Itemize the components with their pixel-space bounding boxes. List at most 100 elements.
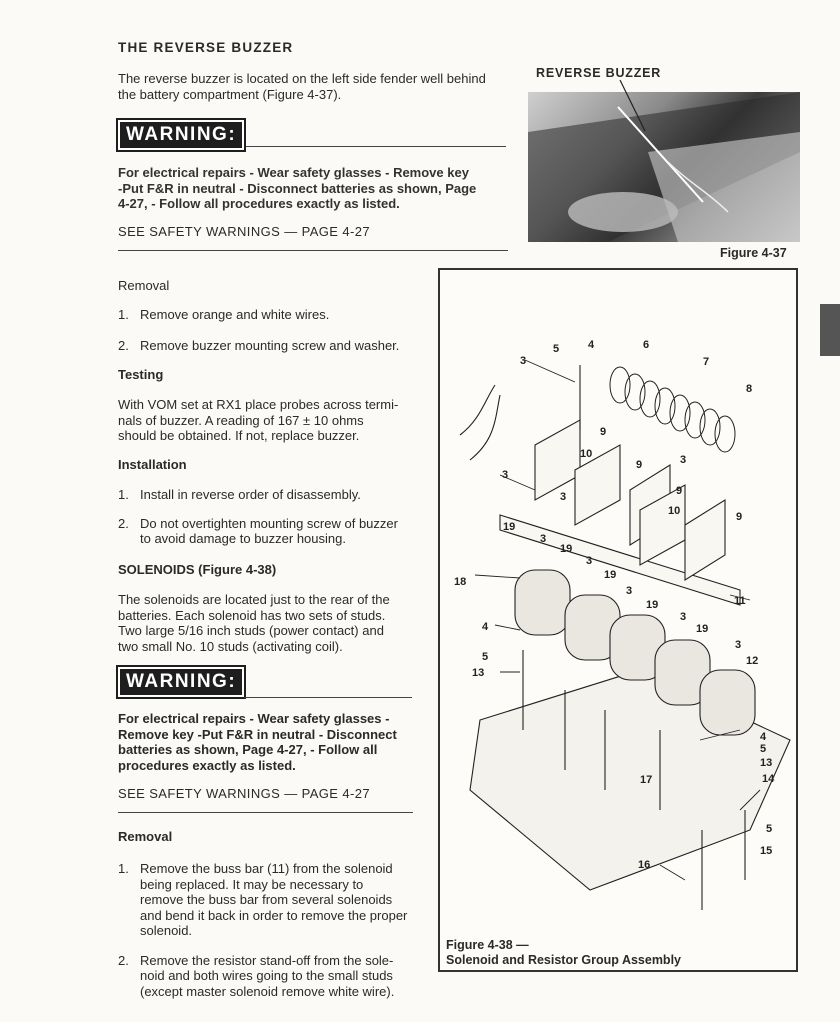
step-text: Install in reverse order of disassembly.: [140, 487, 361, 502]
section-rule-1: [118, 250, 508, 251]
step-number: 1.: [118, 307, 129, 322]
warning-text-2: For electrical repairs - Wear safety gla…: [118, 711, 428, 773]
text-line: and bend it back in order to remove the …: [140, 907, 408, 923]
step-text: Remove the resistor stand-off from the s…: [140, 953, 413, 1000]
reverse-buzzer-callout: REVERSE BUZZER: [536, 66, 662, 80]
step-text: Remove the buss bar (11) from the soleno…: [140, 861, 413, 939]
text-line: Remove key -Put F&R in neutral - Disconn…: [118, 726, 397, 742]
callout-label: 18: [454, 576, 466, 588]
list-item: 2. Remove the resistor stand-off from th…: [118, 953, 413, 1000]
installation-steps: 1. Install in reverse order of disassemb…: [118, 487, 428, 547]
testing-heading: Testing: [118, 367, 164, 382]
text-line: batteries. Each solenoid has two sets of…: [118, 607, 386, 623]
safety-warnings-ref-1: SEE SAFETY WARNINGS — PAGE 4-27: [118, 224, 370, 239]
list-item: 2. Remove buzzer mounting screw and wash…: [118, 338, 418, 354]
text-line: The solenoids are located just to the re…: [118, 592, 390, 607]
step-text: Remove orange and white wires.: [140, 307, 330, 322]
text-line: The reverse buzzer is located on the lef…: [118, 71, 486, 86]
callout-label: 5: [766, 823, 772, 835]
callout-label: 3: [560, 491, 566, 503]
callout-label: 8: [746, 383, 752, 395]
safety-warnings-ref-2: SEE SAFETY WARNINGS — PAGE 4-27: [118, 786, 370, 801]
text-line: With VOM set at RX1 place probes across …: [118, 397, 399, 412]
list-item: 1. Remove the buss bar (11) from the sol…: [118, 861, 413, 939]
callout-label: 3: [540, 533, 546, 545]
step-text: Remove buzzer mounting screw and washer.: [140, 337, 400, 353]
callout-label: 3: [680, 454, 686, 466]
text-line: the battery compartment (Figure 4-37).: [118, 86, 342, 102]
text-line: (except master solenoid remove white wir…: [140, 983, 395, 999]
testing-text: With VOM set at RX1 place probes across …: [118, 397, 428, 444]
list-item: 1. Install in reverse order of disassemb…: [118, 487, 428, 503]
text-line: Two large 5/16 inch studs (power contact…: [118, 623, 384, 638]
text-line: being replaced. It may be necessary to: [140, 876, 364, 892]
warning-rule-2: [244, 697, 412, 698]
callout-label: 3: [626, 585, 632, 597]
callout-label: 3: [586, 555, 592, 567]
caption-line-1: Figure 4-38 —: [446, 938, 529, 952]
warning-text-1: For electrical repairs - Wear safety gla…: [118, 165, 513, 212]
text-line: For electrical repairs - Wear safety gla…: [118, 711, 390, 726]
callout-label: 7: [703, 356, 709, 368]
callout-label: 12: [746, 655, 758, 667]
callout-label: 9: [636, 459, 642, 471]
installation-heading: Installation: [118, 457, 187, 472]
warning-rule-1: [246, 146, 506, 147]
callout-label: 9: [736, 511, 742, 523]
callout-label: 16: [638, 859, 650, 871]
callout-label: 5: [482, 651, 488, 663]
callout-label: 11: [734, 595, 746, 607]
text-line: procedures exactly as listed.: [118, 757, 296, 773]
list-item: 2. Do not overtighten mounting screw of …: [118, 516, 428, 547]
reverse-buzzer-photo: [528, 92, 800, 242]
text-line: Remove the resistor stand-off from the s…: [140, 952, 394, 968]
callout-label: 19: [696, 623, 708, 635]
callout-label: 10: [668, 505, 680, 517]
solenoid-assembly-diagram: 5 4 6 3 7 8 9 10 9 3 3 9 3 10 9 19 3 19 …: [454, 339, 791, 910]
callout-label: 3: [680, 611, 686, 623]
callout-label: 3: [502, 469, 508, 481]
step-number: 1.: [118, 861, 129, 876]
text-line: Remove the buss bar (11) from the soleno…: [140, 861, 393, 876]
callout-label: 3: [735, 639, 741, 651]
text-line: solenoid.: [140, 923, 193, 938]
solenoids-heading: SOLENOIDS (Figure 4-38): [118, 562, 277, 577]
text-line: noid and both wires going to the small s…: [140, 968, 393, 983]
text-line: nals of buzzer. A reading of 167 ± 10 oh…: [118, 412, 364, 428]
removal-steps-2: 1. Remove the buss bar (11) from the sol…: [118, 861, 413, 999]
solenoids-text: The solenoids are located just to the re…: [118, 592, 428, 654]
callout-label: 3: [520, 355, 526, 367]
figure-4-37-caption: Figure 4-37: [720, 246, 787, 260]
callout-label: 9: [600, 426, 606, 438]
photo-illustration: [528, 92, 800, 242]
text-line: batteries as shown, Page 4-27, - Follow …: [118, 742, 378, 757]
callout-label: 4: [760, 731, 767, 743]
warning-label-1: WARNING:: [115, 118, 247, 152]
callout-label: 6: [643, 339, 649, 351]
callout-label: 15: [760, 845, 772, 857]
step-number: 2.: [118, 515, 129, 531]
callout-label: 5: [553, 343, 559, 355]
text-line: 4-27, - Follow all procedures exactly as…: [118, 196, 400, 211]
buzzer-intro-text: The reverse buzzer is located on the lef…: [118, 71, 518, 102]
text-line: remove the buss bar from several solenoi…: [140, 892, 393, 907]
text-line: two small No. 10 studs (activating coil)…: [118, 638, 343, 654]
callout-label: 10: [580, 448, 592, 460]
callout-label: 5: [760, 743, 766, 755]
step-number: 2.: [118, 337, 129, 353]
callout-label: 9: [676, 485, 682, 497]
section-title-reverse-buzzer: THE REVERSE BUZZER: [118, 40, 294, 55]
removal-heading-1: Removal: [118, 278, 170, 293]
callout-label: 4: [588, 339, 595, 351]
list-item: 1. Remove orange and white wires.: [118, 307, 418, 323]
step-number: 2.: [118, 952, 129, 968]
caption-line-2: Solenoid and Resistor Group Assembly: [446, 953, 681, 967]
callout-label: 4: [482, 621, 489, 633]
callout-label: 19: [560, 543, 572, 555]
warning-label-2: WARNING:: [115, 665, 247, 699]
section-rule-2: [118, 812, 413, 813]
removal-steps-1: 1. Remove orange and white wires. 2. Rem…: [118, 307, 418, 353]
text-line: should be obtained. If not, replace buzz…: [118, 428, 360, 443]
removal-heading-2: Removal: [118, 829, 173, 844]
callout-label: 13: [760, 757, 772, 769]
